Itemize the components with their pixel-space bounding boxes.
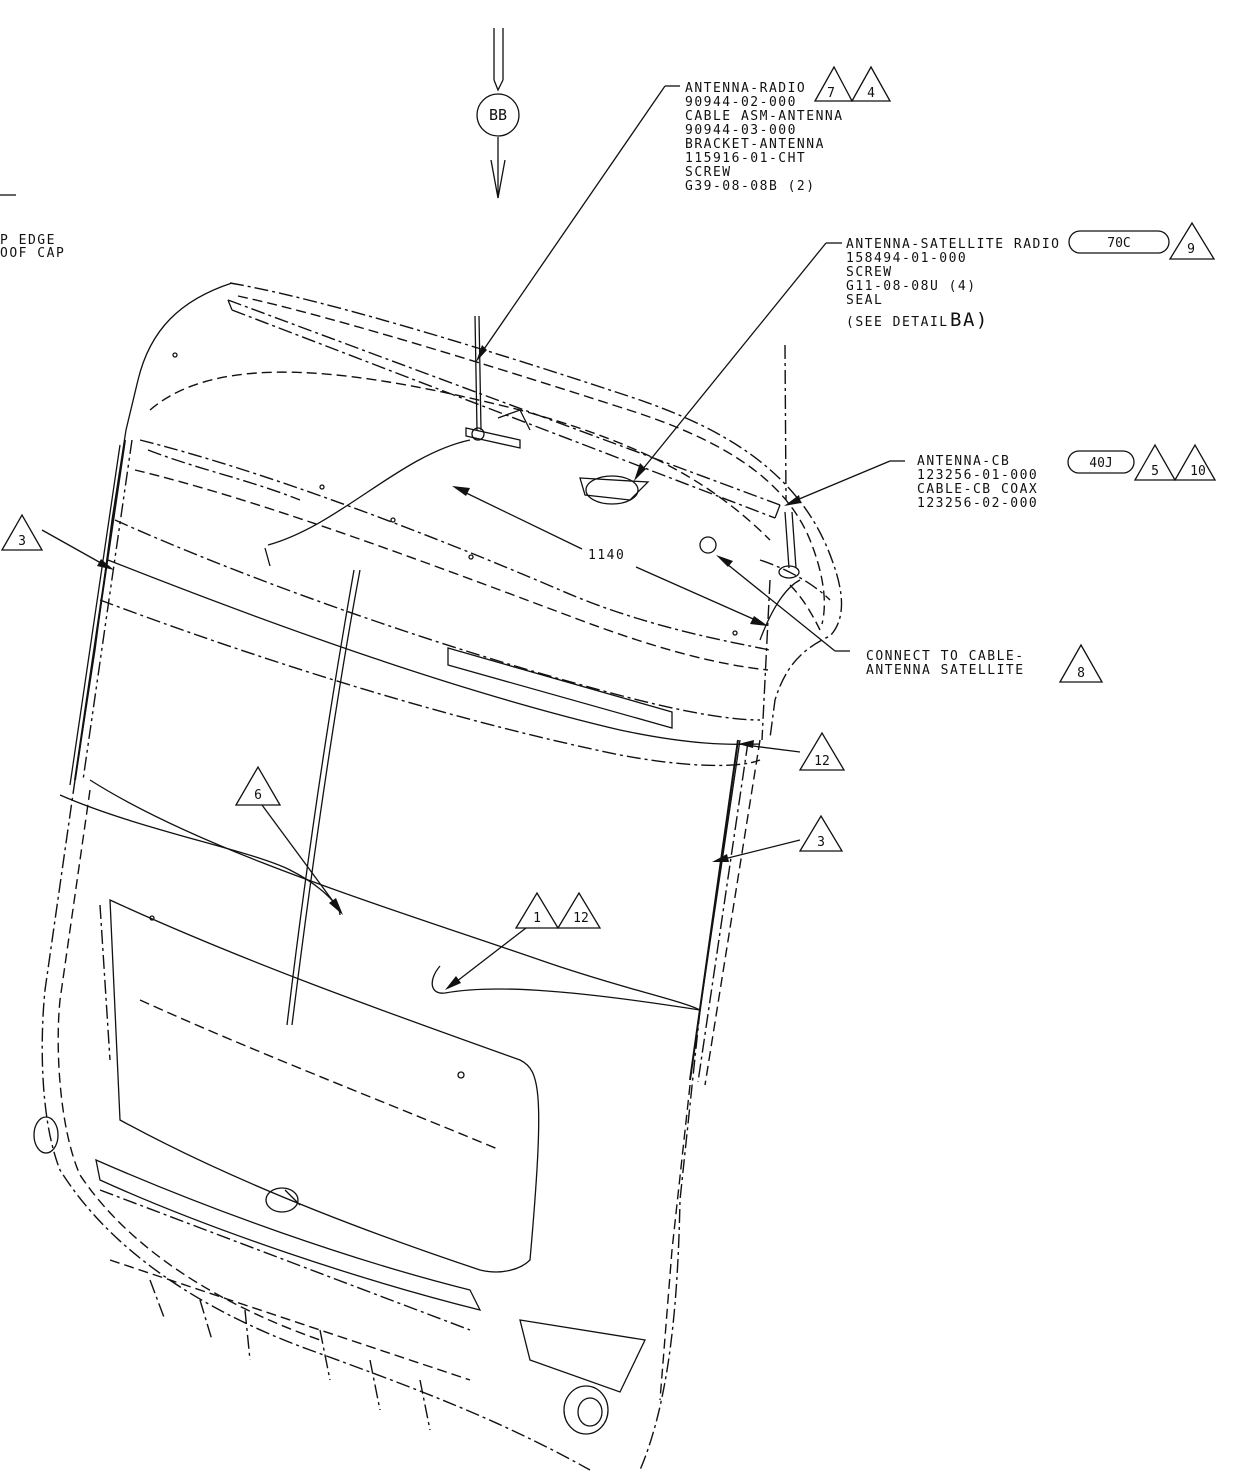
flag-right-upper: 12 xyxy=(738,731,846,771)
callout-antenna-radio: ANTENNA-RADIO 90944-02-000 CABLE ASM-ANT… xyxy=(476,65,892,362)
flag-windshield-center: 1 12 xyxy=(431,891,701,1011)
flag-9: 9 xyxy=(1187,242,1195,257)
radio-line-4: BRACKET-ANTENNA xyxy=(685,137,825,152)
flag-triangle-4 xyxy=(850,65,892,102)
dimension-1140: 1140 xyxy=(452,486,768,626)
flag-8: 8 xyxy=(1077,666,1085,681)
view-circle-bb xyxy=(476,93,520,137)
satellite-line-4: SEAL xyxy=(846,293,883,308)
flag-triangle-7 xyxy=(813,65,854,102)
callout-antenna-satellite: ANTENNA-SATELLITE RADIO 158494-01-000 SC… xyxy=(634,221,1216,481)
view-arrow-bb: BB xyxy=(476,28,520,199)
cb-line-1: 123256-01-000 xyxy=(917,468,1038,483)
flag-right-pillar: 3 xyxy=(712,814,844,862)
callout-connect-cable: CONNECT TO CABLE- ANTENNA SATELLITE 8 xyxy=(716,555,1104,683)
radio-line-2: CABLE ASM-ANTENNA xyxy=(685,109,844,124)
radio-line-7: G39-08-08B (2) xyxy=(685,179,816,194)
svg-text:12: 12 xyxy=(814,754,830,769)
satellite-line-2: SCREW xyxy=(846,265,893,280)
satellite-detail-ref: BA) xyxy=(950,309,989,331)
radio-line-0: ANTENNA-RADIO xyxy=(685,81,806,96)
connect-line-0: CONNECT TO CABLE- xyxy=(866,649,1025,664)
flag-triangle-9 xyxy=(1168,221,1216,260)
radio-line-1: 90944-02-000 xyxy=(685,95,797,110)
flag-windshield-left: 6 xyxy=(59,765,343,916)
radio-line-6: SCREW xyxy=(685,165,732,180)
cb-line-3: 123256-02-000 xyxy=(917,496,1038,511)
satellite-line-0: ANTENNA-SATELLITE RADIO xyxy=(846,237,1061,252)
flag-4: 4 xyxy=(867,86,875,101)
flag-triangle-5 xyxy=(1133,443,1177,481)
flag-5: 5 xyxy=(1151,464,1159,479)
partial-note-line1: P EDGE xyxy=(0,233,56,248)
cb-line-2: CABLE-CB COAX xyxy=(917,482,1038,497)
svg-text:3: 3 xyxy=(18,534,26,549)
view-label: BB xyxy=(489,106,507,124)
cb-line-0: ANTENNA-CB xyxy=(917,454,1010,469)
flag-left-pillar: 3 xyxy=(0,513,114,570)
svg-text:3: 3 xyxy=(817,835,825,850)
svg-text:12: 12 xyxy=(573,911,589,926)
flag-triangle-10 xyxy=(1173,443,1217,481)
flag-7: 7 xyxy=(827,86,835,101)
callout-antenna-cb: ANTENNA-CB 123256-01-000 CABLE-CB COAX 1… xyxy=(784,443,1217,511)
option-40j: 40J xyxy=(1089,456,1112,471)
option-70c: 70C xyxy=(1107,236,1130,251)
satellite-detail: (SEE DETAIL xyxy=(846,315,949,330)
flag-roof-top-left-curve xyxy=(267,439,471,546)
radio-line-5: 115916-01-CHT xyxy=(685,151,806,166)
partial-note-line2: OOF CAP xyxy=(0,246,65,261)
satellite-line-3: G11-08-08U (4) xyxy=(846,279,977,294)
cab-body xyxy=(33,282,843,1471)
dimension-value: 1140 xyxy=(588,548,625,563)
connect-line-1: ANTENNA SATELLITE xyxy=(866,663,1025,678)
satellite-line-1: 158494-01-000 xyxy=(846,251,967,266)
option-oval-40j xyxy=(1067,450,1135,474)
flag-triangle-8 xyxy=(1058,643,1104,683)
radio-line-3: 90944-03-000 xyxy=(685,123,797,138)
option-oval-70c xyxy=(1068,230,1170,254)
svg-text:1: 1 xyxy=(533,911,541,926)
flag-10: 10 xyxy=(1190,464,1206,479)
svg-text:6: 6 xyxy=(254,788,262,803)
